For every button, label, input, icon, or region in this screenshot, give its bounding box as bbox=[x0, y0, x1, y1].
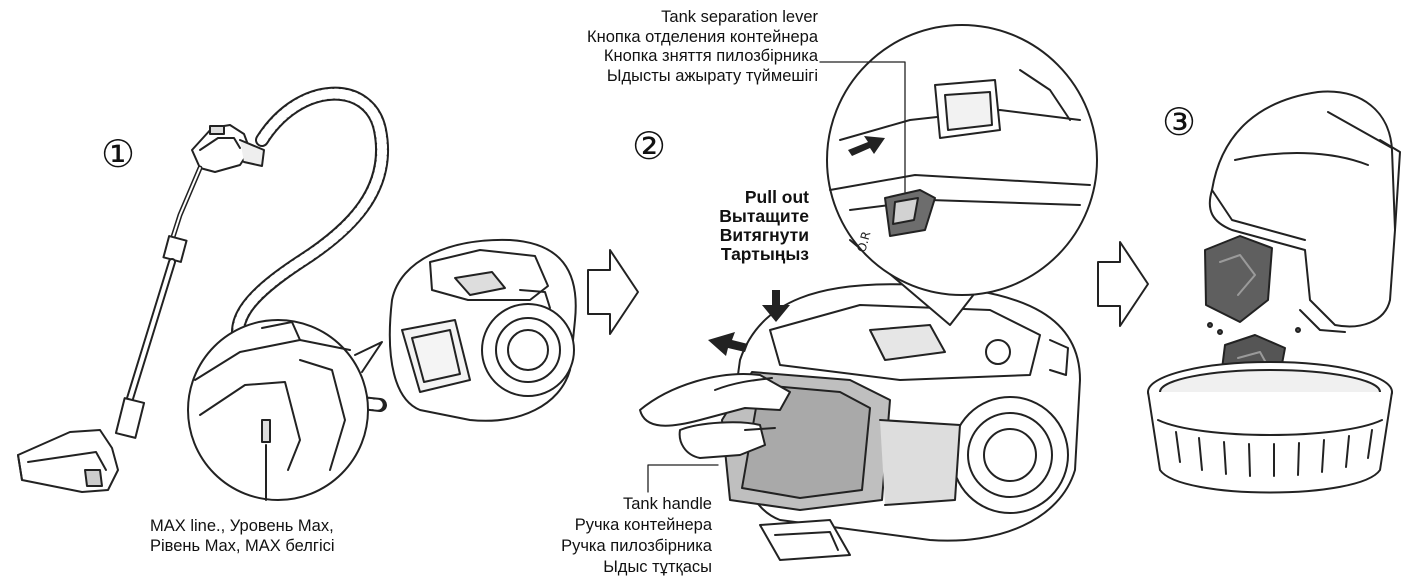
svg-text:O.R: O.R bbox=[854, 230, 873, 254]
arrow-icon bbox=[587, 249, 639, 335]
emptying-tank-step3 bbox=[1147, 90, 1401, 494]
max-line-label: MAX line., Уровень Max, Рівень Max, MAX … bbox=[150, 517, 335, 555]
step-number-3: ③ bbox=[1162, 100, 1197, 144]
step-number-1: ① bbox=[101, 132, 136, 176]
tank-lever-magnifier: O.R bbox=[819, 24, 1098, 326]
vacuum-cleaner-step2 bbox=[639, 283, 1081, 561]
pull-out-label: Pull out Вытащите Витягнути Тартыңыз bbox=[719, 187, 809, 264]
tank-handle-label: Tank handle Ручка контейнера Ручка пилоз… bbox=[561, 495, 712, 576]
tank-separation-lever-label: Tank separation lever Кнопка отделения к… bbox=[586, 8, 818, 85]
vacuum-cleaner-step1 bbox=[17, 86, 577, 493]
arrow-icon bbox=[1097, 241, 1149, 327]
max-line-magnifier bbox=[187, 319, 383, 501]
step-number-2: ② bbox=[632, 124, 667, 168]
